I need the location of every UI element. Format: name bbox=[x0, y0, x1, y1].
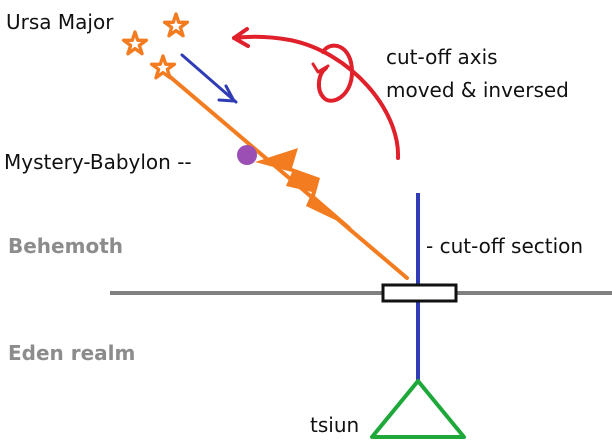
blue-arrowhead-icon bbox=[217, 84, 236, 103]
red-curved-arrow bbox=[232, 34, 401, 160]
red-arrowhead-icon bbox=[232, 27, 250, 48]
tsiun-triangle bbox=[370, 379, 466, 439]
star-icon bbox=[121, 30, 149, 56]
label-cutoff-axis-line2: moved & inversed bbox=[386, 78, 569, 102]
label-cutoff-section: - cut-off section bbox=[426, 234, 584, 258]
label-tsiun: tsiun bbox=[310, 413, 360, 437]
label-behemoth: Behemoth bbox=[8, 234, 123, 258]
mystery-babylon-dot bbox=[237, 145, 257, 165]
lightning-bolt-icon bbox=[255, 148, 352, 228]
red-swirl-loop bbox=[317, 43, 355, 103]
label-mystery-babylon: Mystery-Babylon -- bbox=[4, 150, 192, 174]
star-icon bbox=[149, 54, 177, 80]
blue-axis-line bbox=[180, 53, 238, 104]
cutoff-section-box bbox=[381, 283, 458, 303]
label-eden-realm: Eden realm bbox=[8, 341, 136, 365]
red-swirl-arrowhead-icon bbox=[311, 62, 330, 74]
orange-axis-line bbox=[160, 68, 409, 280]
star-icon bbox=[162, 12, 190, 38]
label-cutoff-axis-line1: cut-off axis bbox=[386, 45, 498, 69]
label-ursa-major: Ursa Major bbox=[6, 10, 114, 34]
